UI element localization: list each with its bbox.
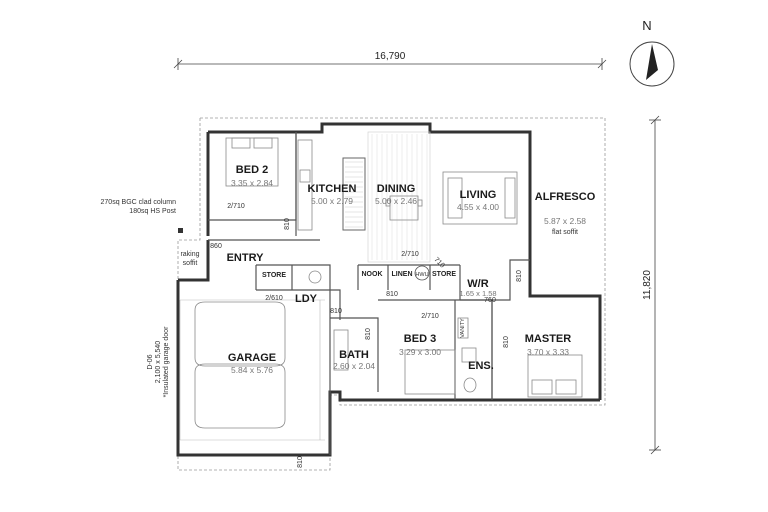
door-ldy-810: 810 <box>330 308 342 315</box>
room-ldy-name: LDY <box>295 293 318 305</box>
room-living-size: 4.55 x 4.00 <box>457 202 499 212</box>
room-bed3-name: BED 3 <box>404 333 436 345</box>
door-nook: 810 <box>386 291 398 298</box>
door-wr: 760 <box>484 297 496 304</box>
room-alfresco-note: flat soffit <box>552 229 578 236</box>
compass-ring <box>629 41 675 87</box>
column-note-line2: 180sq HS Post <box>129 208 176 215</box>
room-labels: BED 2 3.35 x 2.84 KITCHEN 5.00 x 2.79 DI… <box>227 164 596 375</box>
internal-walls <box>208 132 530 455</box>
room-bath-size: 2.60 x 2.04 <box>333 361 375 371</box>
room-kitchen-name: KITCHEN <box>308 183 357 195</box>
depth-dimension: 11,820 <box>642 115 661 455</box>
room-garage-size: 5.84 x 5.76 <box>231 365 273 375</box>
room-bath-name: BATH <box>339 349 369 361</box>
room-bed3-size: 3.29 x 3.00 <box>399 347 441 357</box>
annotations: 270sq BGC clad column 180sq HS Post raki… <box>101 199 466 397</box>
room-ens-name: ENS. <box>468 360 494 372</box>
door-alfresco: 810 <box>516 270 523 282</box>
door-entry: 860 <box>210 243 222 250</box>
door-labels: 2/710 810 860 2/610 810 810 2/710 710 81… <box>210 203 523 468</box>
room-garage-name: GARAGE <box>228 352 276 364</box>
compass: N <box>629 18 675 87</box>
overall-width-label: 16,790 <box>375 51 406 62</box>
overall-depth-label: 11,820 <box>642 270 653 300</box>
door-garage: 810 <box>297 456 304 468</box>
door-bed2-side: 810 <box>284 218 291 230</box>
room-linen-name: LINEN <box>392 271 413 278</box>
room-master-name: MASTER <box>525 333 572 345</box>
kitchen-island <box>342 157 366 231</box>
compass-arrow-icon <box>646 44 658 80</box>
room-master-size: 3.70 x 3.33 <box>527 347 569 357</box>
vanity-label: VANITY <box>460 318 466 338</box>
hwu-circle-icon <box>414 265 430 281</box>
column-note-line1: 270sq BGC clad column <box>101 199 177 206</box>
door-bath-810: 810 <box>365 328 372 340</box>
dining-hatch <box>367 131 431 263</box>
garage-door-line3: *Insulated garage door <box>163 326 170 397</box>
door-ldy-2610: 2/610 <box>265 295 283 302</box>
room-nook-name: NOOK <box>362 271 383 278</box>
room-bed2-size: 3.35 x 2.84 <box>231 178 273 188</box>
room-living-name: LIVING <box>460 189 497 201</box>
room-wr-size: 1.65 x 1.58 <box>459 289 496 298</box>
room-store1-name: STORE <box>262 272 286 279</box>
north-label: N <box>642 18 651 33</box>
garage-door-line1: D-06 <box>147 354 154 369</box>
hwu-label: HWU <box>415 272 428 278</box>
room-alfresco-size: 5.87 x 2.58 <box>544 216 586 226</box>
garage-door-line2: 2,100 x 5,540 <box>155 341 162 384</box>
room-entry-name: ENTRY <box>227 252 265 264</box>
door-bed2: 2/710 <box>227 203 245 210</box>
room-bed2-name: BED 2 <box>236 164 268 176</box>
door-linen: 2/710 <box>401 251 419 258</box>
garage-hatching <box>179 299 325 441</box>
room-dining-name: DINING <box>377 183 416 195</box>
furniture <box>194 137 583 429</box>
room-alfresco-name: ALFRESCO <box>535 191 596 203</box>
room-wr-name: W/R <box>467 278 488 290</box>
door-store-710: 710 <box>432 256 445 269</box>
column-post-icon <box>178 228 183 233</box>
door-bed3: 2/710 <box>421 313 439 320</box>
room-kitchen-size: 5.00 x 2.79 <box>311 196 353 206</box>
room-dining-size: 5.00 x 2.46 <box>375 196 417 206</box>
raking-note-line1: raking <box>180 251 199 258</box>
width-dimension: 16,790 <box>173 51 607 70</box>
raking-note-line2: soffit <box>183 260 198 267</box>
door-ens: 810 <box>503 336 510 348</box>
room-store2-name: STORE <box>432 271 456 278</box>
